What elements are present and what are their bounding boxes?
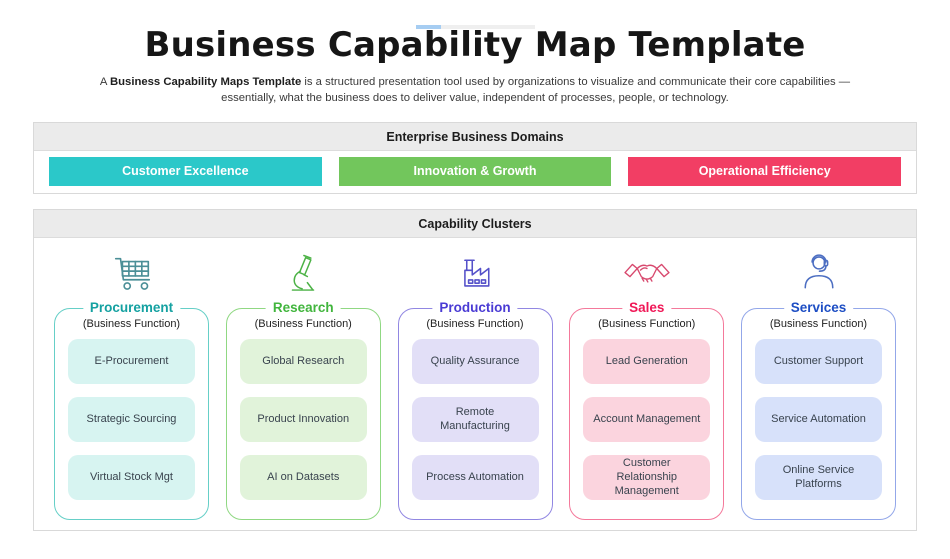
capability-card: Strategic Sourcing xyxy=(68,396,195,442)
capability-card: Product Innovation xyxy=(239,396,367,442)
capability-card: Service Automation xyxy=(755,396,882,442)
capability-card: Customer Relationship Management xyxy=(583,454,711,500)
cluster-title: Procurement xyxy=(82,299,181,315)
clusters-section: Capability Clusters xyxy=(33,208,917,531)
domain-customer-excellence-button[interactable]: Customer Excellence xyxy=(49,156,322,186)
cluster-title: Sales xyxy=(622,299,672,315)
headset-person-icon xyxy=(741,248,896,296)
capability-card: Customer Support xyxy=(755,338,882,384)
capability-card: Remote Manufacturing xyxy=(411,396,539,442)
domains-section: Enterprise Business Domains Customer Exc… xyxy=(33,121,917,194)
capability-card: Global Research xyxy=(239,338,367,384)
cluster-production: Production (Business Function) Quality A… xyxy=(397,248,553,520)
cluster-title: Research xyxy=(265,299,341,315)
domain-innovation-growth-button[interactable]: Innovation & Growth xyxy=(338,156,612,186)
shopping-cart-icon xyxy=(54,248,209,296)
cluster-sales: Sales (Business Function) Lead Generatio… xyxy=(569,248,725,520)
cluster-title: Production xyxy=(432,299,518,315)
cluster-subtitle: (Business Function) xyxy=(254,317,352,330)
cluster-subtitle: (Business Function) xyxy=(82,317,181,330)
capability-card: Online Service Platforms xyxy=(755,454,882,500)
capability-card: Lead Generation xyxy=(583,338,711,384)
handshake-icon xyxy=(569,248,724,296)
capability-card: AI on Datasets xyxy=(239,454,367,500)
top-progress-track xyxy=(416,25,535,29)
microscope-icon xyxy=(226,248,381,296)
cluster-box-sales: Sales (Business Function) Lead Generatio… xyxy=(569,299,725,520)
capability-card: Quality Assurance xyxy=(411,338,539,384)
subtitle-line-2: essentially, what the business does to d… xyxy=(221,92,729,105)
capability-card: Account Management xyxy=(583,396,711,442)
capability-card: Process Automation xyxy=(411,454,539,500)
cluster-box-services: Services (Business Function) Customer Su… xyxy=(741,299,896,520)
domains-section-header: Enterprise Business Domains xyxy=(34,122,916,151)
factory-icon xyxy=(398,248,553,296)
cluster-box-research: Research (Business Function) Global Rese… xyxy=(225,299,381,520)
cluster-subtitle: (Business Function) xyxy=(769,317,868,330)
domains-row: Customer Excellence Innovation & Growth … xyxy=(34,151,916,193)
cluster-box-procurement: Procurement (Business Function) E-Procur… xyxy=(54,299,209,520)
subtitle-bold-phrase: Business Capability Maps Template xyxy=(109,76,302,88)
cluster-procurement: Procurement (Business Function) E-Procur… xyxy=(54,248,209,520)
cluster-services: Services (Business Function) Customer Su… xyxy=(741,248,896,520)
subtitle-line-1: A Business Capability Maps Template is a… xyxy=(99,76,851,88)
capability-card: E-Procurement xyxy=(68,338,195,384)
domain-operational-efficiency-button[interactable]: Operational Efficiency xyxy=(628,156,902,186)
cluster-box-production: Production (Business Function) Quality A… xyxy=(397,299,553,520)
cluster-subtitle: (Business Function) xyxy=(426,317,524,330)
page-title: Business Capability Map Template xyxy=(144,25,806,65)
cluster-subtitle: (Business Function) xyxy=(598,317,696,330)
top-progress-fill xyxy=(416,25,441,29)
clusters-body: Procurement (Business Function) E-Procur… xyxy=(34,238,916,530)
page-subtitle: A Business Capability Maps Template is a… xyxy=(0,74,950,107)
capability-card: Virtual Stock Mgt xyxy=(68,454,195,500)
cluster-title: Services xyxy=(783,299,854,315)
clusters-section-header: Capability Clusters xyxy=(34,209,916,238)
cluster-research: Research (Business Function) Global Rese… xyxy=(225,248,381,520)
